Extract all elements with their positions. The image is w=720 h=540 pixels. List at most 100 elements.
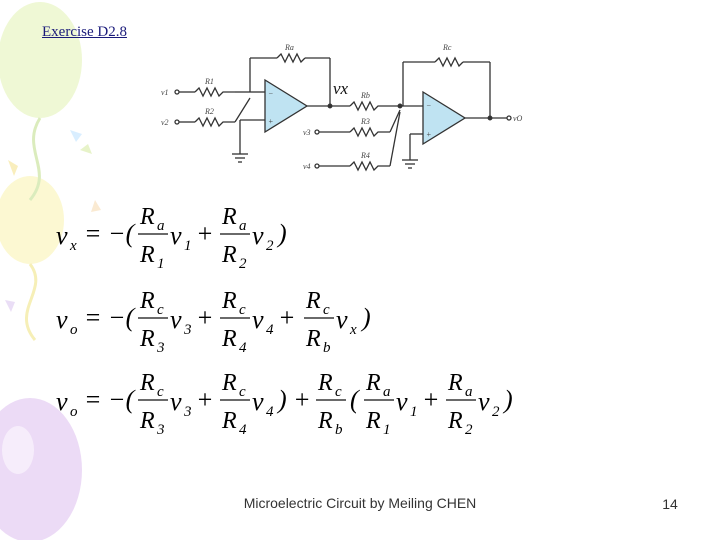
svg-text:2: 2 xyxy=(465,422,473,438)
svg-text:+: + xyxy=(278,303,296,332)
svg-text:v: v xyxy=(336,305,348,334)
resistor-Rb xyxy=(349,100,400,112)
resistor-R2 xyxy=(194,116,235,128)
svg-text:R: R xyxy=(221,408,237,434)
svg-text:a: a xyxy=(239,218,247,234)
svg-text:R: R xyxy=(139,242,155,268)
svg-text:v: v xyxy=(56,387,68,416)
v3-terminal xyxy=(314,129,320,135)
svg-text:a: a xyxy=(383,384,391,400)
svg-text:v: v xyxy=(396,387,408,416)
svg-text:R: R xyxy=(317,370,333,396)
svg-text:R: R xyxy=(221,370,237,396)
svg-text:+: + xyxy=(196,219,214,248)
opamp1-minus: − xyxy=(268,89,273,98)
svg-text:v: v xyxy=(478,387,490,416)
svg-text:R: R xyxy=(221,288,237,314)
svg-text:= −(: = −( xyxy=(84,219,136,248)
svg-text:b: b xyxy=(323,340,331,356)
svg-text:c: c xyxy=(239,384,246,400)
svg-text:4: 4 xyxy=(266,322,274,338)
balloon-string xyxy=(25,263,38,341)
svg-text:4: 4 xyxy=(266,404,274,420)
svg-text:R: R xyxy=(447,408,463,434)
svg-text:1: 1 xyxy=(157,256,165,272)
svg-text:+: + xyxy=(196,385,214,414)
svg-text:R: R xyxy=(305,326,321,352)
confetti xyxy=(91,200,101,212)
label-vO: vO xyxy=(513,114,523,123)
svg-text:a: a xyxy=(157,218,165,234)
opamp2-minus: − xyxy=(426,101,431,110)
label-R4: R4 xyxy=(360,151,370,160)
svg-text:= −(: = −( xyxy=(84,385,136,414)
svg-text:2: 2 xyxy=(266,238,274,254)
yellow-balloon xyxy=(0,176,64,264)
svg-text:R: R xyxy=(139,204,155,230)
svg-text:R: R xyxy=(221,204,237,230)
green-balloon xyxy=(0,2,82,118)
svg-text:) +: ) + xyxy=(276,385,311,414)
svg-text:R: R xyxy=(221,326,237,352)
label-R2: R2 xyxy=(204,107,214,116)
opamp-1 xyxy=(264,78,309,134)
svg-text:R: R xyxy=(221,242,237,268)
confetti xyxy=(80,144,92,154)
svg-text:3: 3 xyxy=(183,404,192,420)
svg-text:R: R xyxy=(317,408,333,434)
svg-text:): ) xyxy=(502,385,513,414)
svg-text:+: + xyxy=(422,385,440,414)
opamp2-plus: + xyxy=(426,130,431,139)
svg-text:R: R xyxy=(365,408,381,434)
svg-text:1: 1 xyxy=(410,404,418,420)
label-v1: v1 xyxy=(161,88,169,97)
svg-text:R: R xyxy=(139,370,155,396)
equation-3: v o = −( R c R 3 v 3 + R c R 4 v 4 ) + R… xyxy=(56,362,526,447)
svg-text:x: x xyxy=(69,238,77,254)
svg-text:2: 2 xyxy=(239,256,247,272)
vO-terminal xyxy=(506,115,512,121)
svg-text:v: v xyxy=(170,221,182,250)
label-vx: vx xyxy=(333,79,349,98)
resistor-R4 xyxy=(349,160,390,172)
summing-amplifier-circuit: v1 v2 R1 R2 Ra Rb R3 R4 Rc v3 v4 vO − + … xyxy=(161,43,523,172)
svg-text:R: R xyxy=(365,370,381,396)
confetti xyxy=(5,300,15,312)
label-v3: v3 xyxy=(303,128,311,137)
svg-text:): ) xyxy=(360,303,371,332)
svg-text:v: v xyxy=(170,387,182,416)
svg-text:R: R xyxy=(447,370,463,396)
equation-2: v o = −( R c R 3 v 3 + R c R 4 v 4 + R c… xyxy=(56,280,396,365)
svg-text:2: 2 xyxy=(492,404,500,420)
label-Rb: Rb xyxy=(360,91,370,100)
label-R3: R3 xyxy=(360,117,370,126)
svg-text:1: 1 xyxy=(184,238,192,254)
svg-text:1: 1 xyxy=(383,422,391,438)
svg-text:R: R xyxy=(139,408,155,434)
svg-text:o: o xyxy=(70,404,78,420)
opamp1-plus: + xyxy=(268,117,273,126)
label-Ra: Ra xyxy=(284,43,294,52)
svg-text:c: c xyxy=(157,384,164,400)
label-v4: v4 xyxy=(303,162,311,171)
svg-text:): ) xyxy=(276,219,287,248)
label-R1: R1 xyxy=(204,77,214,86)
svg-text:+: + xyxy=(196,303,214,332)
confetti xyxy=(70,130,82,142)
svg-text:3: 3 xyxy=(156,340,165,356)
svg-text:3: 3 xyxy=(183,322,192,338)
svg-text:o: o xyxy=(70,322,78,338)
svg-text:v: v xyxy=(252,387,264,416)
resistor-R1 xyxy=(194,86,235,98)
v2-terminal xyxy=(174,119,180,125)
svg-text:R: R xyxy=(305,288,321,314)
svg-text:4: 4 xyxy=(239,340,247,356)
svg-text:v: v xyxy=(252,305,264,334)
v4-terminal xyxy=(314,163,320,169)
label-Rc: Rc xyxy=(442,43,452,52)
svg-text:b: b xyxy=(335,422,343,438)
purple-balloon-highlight xyxy=(2,426,34,474)
slide-title: Exercise D2.8 xyxy=(42,24,127,40)
resistor-Rc xyxy=(434,56,464,68)
